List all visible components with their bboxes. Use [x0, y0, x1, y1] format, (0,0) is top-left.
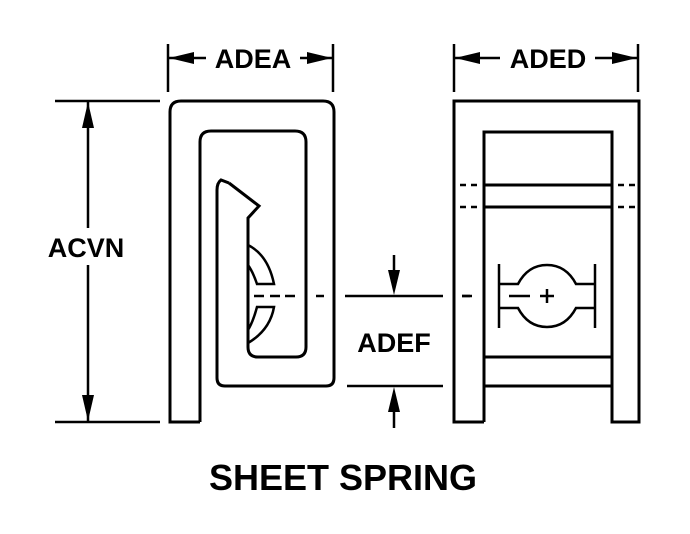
spring-inner-profile — [198, 129, 308, 422]
slot-outline-top — [499, 263, 595, 286]
spring-outer-profile — [168, 99, 336, 424]
dimension-acvn: ACVN — [48, 99, 160, 424]
slot-outline-bottom — [499, 306, 595, 329]
arrow-right-icon — [612, 52, 637, 64]
side-view — [168, 99, 336, 424]
front-view — [452, 99, 641, 424]
arrow-down-icon — [82, 395, 94, 421]
dimension-adea: ADEA — [166, 44, 335, 92]
arrow-down-icon — [388, 270, 400, 295]
label-adef: ADEF — [357, 328, 431, 358]
arrow-up-icon — [82, 102, 94, 128]
arrow-left-icon — [455, 52, 480, 64]
label-aded: ADED — [510, 44, 587, 74]
tab-lower — [246, 305, 276, 345]
dimension-aded: ADED — [452, 44, 640, 92]
arrow-up-icon — [388, 387, 400, 412]
label-adea: ADEA — [215, 44, 292, 74]
fastener-symbol-icon — [497, 263, 597, 329]
arrow-left-icon — [169, 52, 194, 64]
frame-outer — [452, 99, 641, 424]
tab-upper — [246, 243, 276, 286]
dimension-adef: ADEF — [345, 255, 470, 428]
arrow-right-icon — [307, 52, 332, 64]
label-acvn: ACVN — [48, 233, 125, 263]
diagram-title: SHEET SPRING — [209, 457, 477, 498]
